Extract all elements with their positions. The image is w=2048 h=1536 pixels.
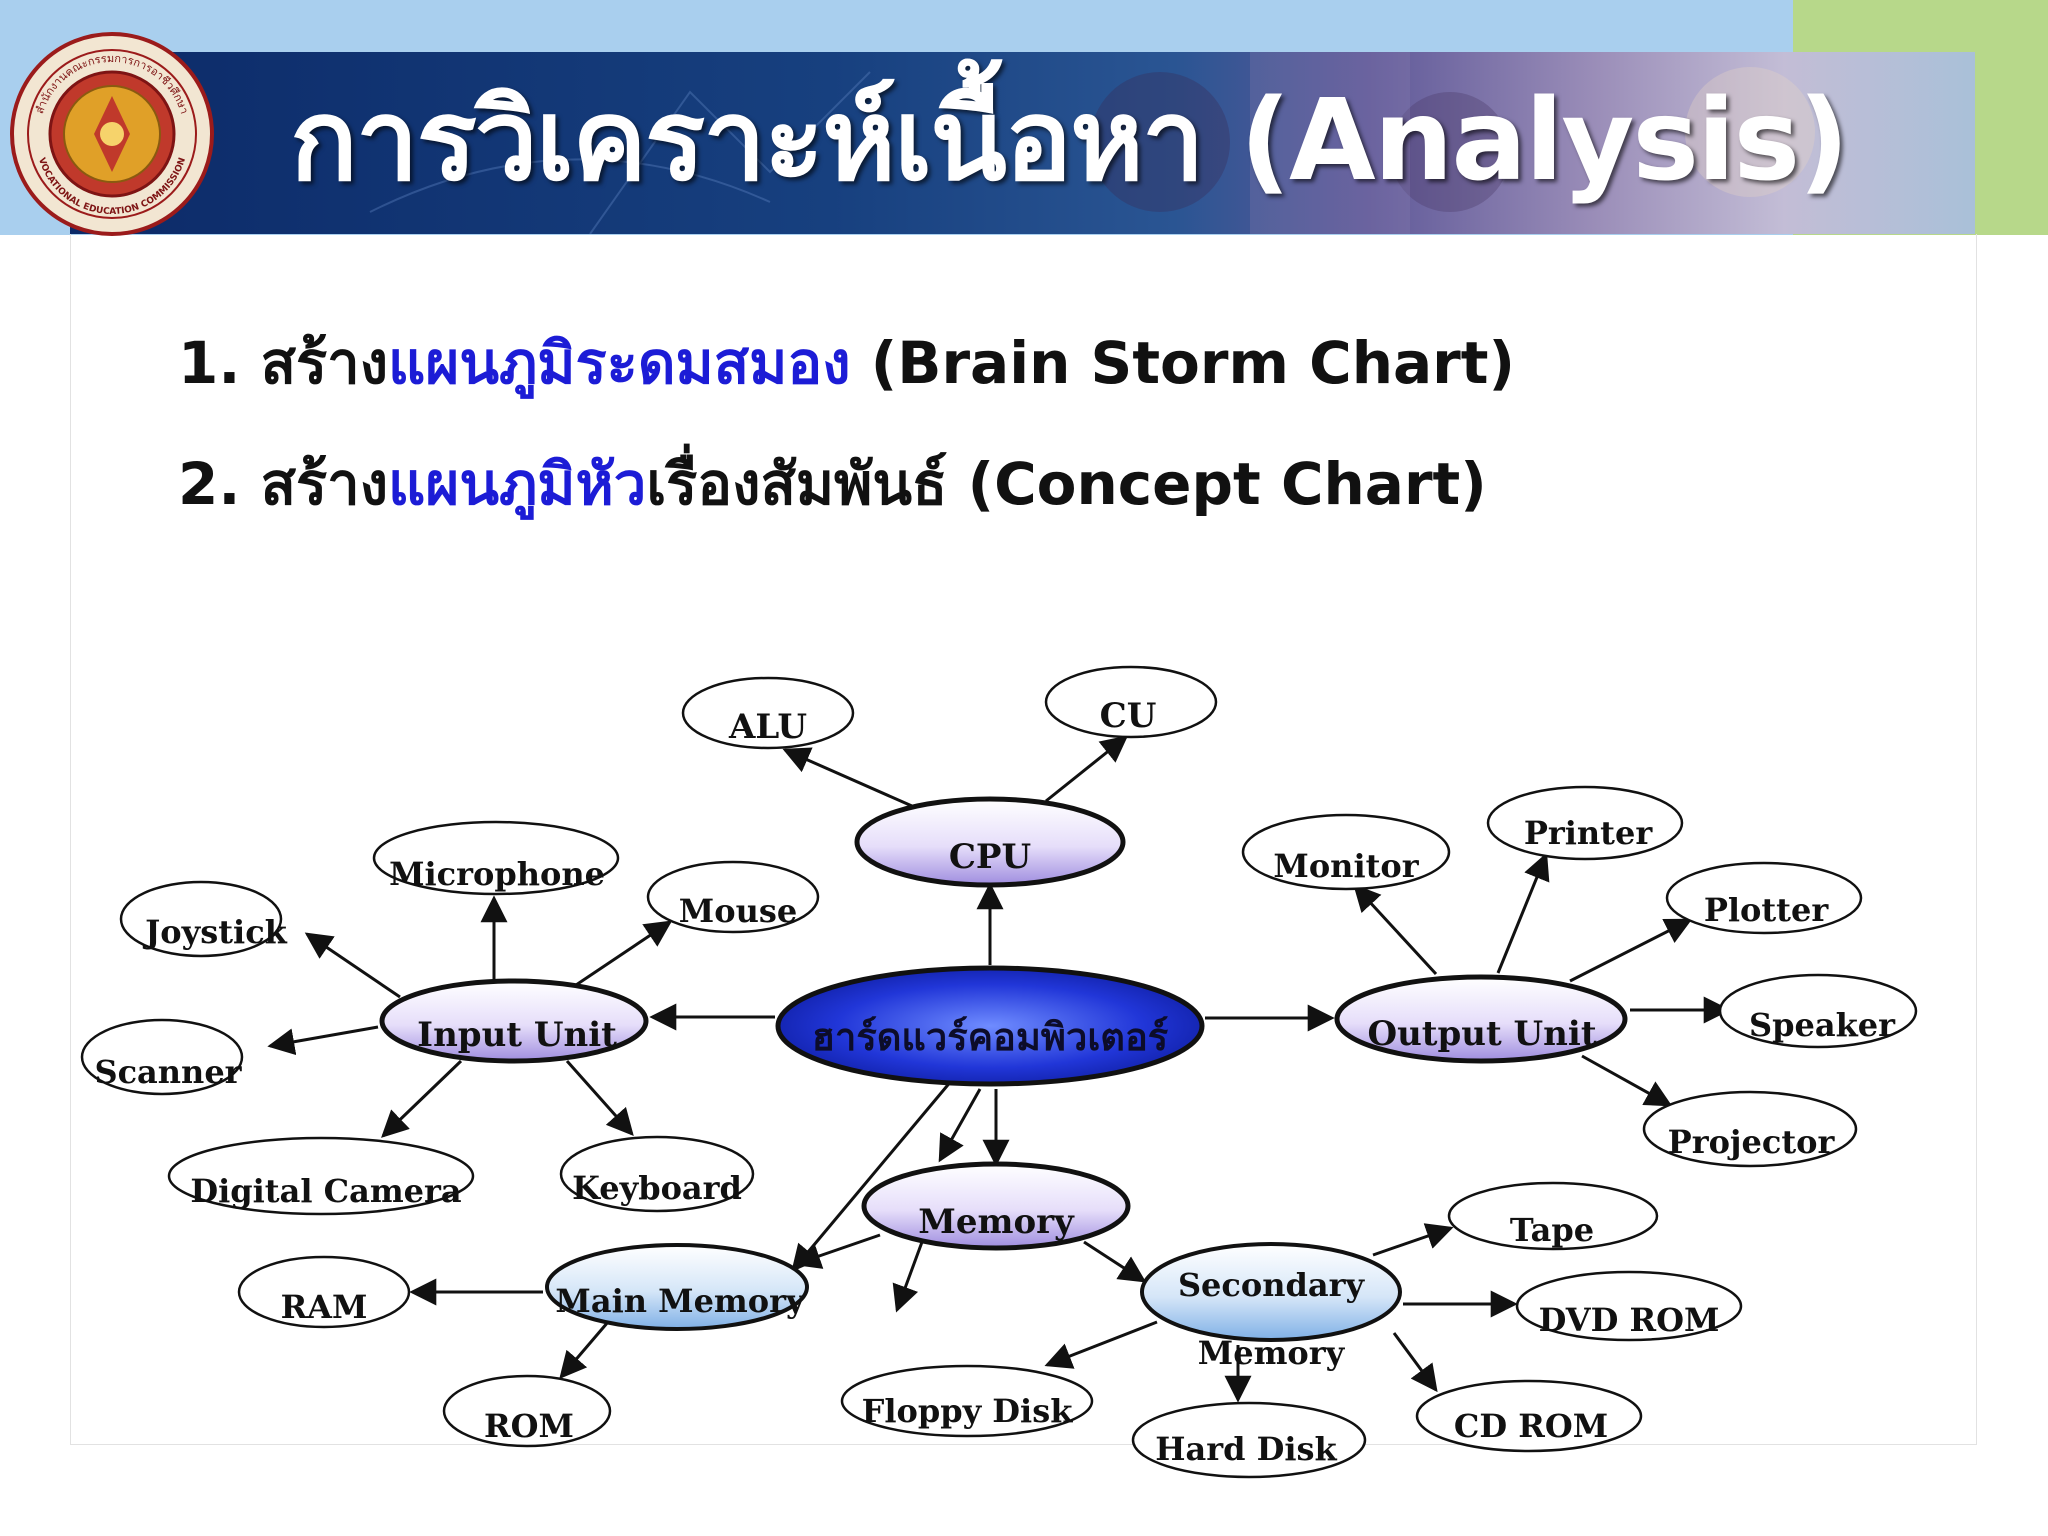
point-english: (Concept Chart) (967, 450, 1487, 518)
output-unit-label: Output Unit (1367, 1014, 1596, 1054)
cu-node: CU (1044, 665, 1218, 739)
point-prefix: สร้าง (260, 329, 389, 397)
hard-disk-label: Hard Disk (1155, 1430, 1337, 1468)
point-english: (Brain Storm Chart) (870, 329, 1515, 397)
printer-label: Printer (1524, 814, 1653, 852)
dvd-rom-label: DVD ROM (1539, 1301, 1720, 1339)
monitor-label: Monitor (1273, 847, 1419, 885)
speaker-label: Speaker (1749, 1006, 1896, 1044)
microphone-label: Microphone (389, 855, 605, 893)
monitor-node: Monitor (1241, 813, 1451, 891)
point-highlight: แผนภูมิหัว (388, 450, 647, 518)
ram-node: RAM (237, 1255, 411, 1329)
dvd-rom-node: DVD ROM (1515, 1270, 1743, 1342)
cd-rom-label: CD ROM (1454, 1407, 1608, 1445)
speaker-node: Speaker (1718, 973, 1918, 1049)
secondary-memory-label-line1: Secondary (1178, 1266, 1366, 1304)
hard-disk-node: Hard Disk (1131, 1401, 1367, 1479)
secondary-memory-label-line2: Memory (1198, 1334, 1346, 1372)
main-memory-label: Main Memory (555, 1282, 806, 1320)
joystick-node: Joystick (119, 880, 288, 958)
connector-lines (267, 735, 1731, 1403)
floppy-disk-label: Floppy Disk (862, 1392, 1074, 1430)
point-highlight: แผนภูมิระดมสมอง (388, 329, 851, 397)
floppy-disk-node: Floppy Disk (840, 1364, 1094, 1438)
plotter-label: Plotter (1704, 891, 1829, 929)
scanner-node: Scanner (80, 1018, 244, 1096)
output-unit-node: Output Unit (1334, 974, 1628, 1064)
alu-label: ALU (728, 707, 807, 747)
title-banner (70, 52, 1975, 234)
projector-label: Projector (1668, 1123, 1836, 1161)
digital-camera-label: Digital Camera (190, 1172, 461, 1210)
banner-decoration (369, 52, 1815, 234)
secondary-memory-node: Secondary Memory (1140, 1242, 1402, 1372)
center-node: ฮาร์ดแวร์คอมพิวเตอร์ (775, 965, 1205, 1087)
projector-node: Projector (1642, 1090, 1858, 1168)
ram-label: RAM (281, 1288, 368, 1326)
rom-node: ROM (442, 1374, 612, 1448)
input-unit-label: Input Unit (417, 1015, 617, 1055)
digital-camera-node: Digital Camera (167, 1136, 475, 1216)
plotter-node: Plotter (1665, 861, 1863, 935)
joystick-label: Joystick (142, 913, 288, 951)
center-label: ฮาร์ดแวร์คอมพิวเตอร์ (812, 1014, 1169, 1059)
point-number: 2. (178, 450, 241, 518)
slide-title: การวิเคราะห์เนื้อหา (Analysis) (290, 76, 1849, 206)
microphone-node: Microphone (372, 820, 620, 896)
point-concept-chart: 2. สร้างแผนภูมิหัวเรื่องสัมพันธ์ (Concep… (178, 455, 1487, 513)
memory-node: Memory (861, 1161, 1131, 1251)
tape-node: Tape (1447, 1181, 1659, 1251)
point-suffix: เรื่องสัมพันธ์ (646, 450, 948, 518)
point-brainstorm-chart: 1. สร้างแผนภูมิระดมสมอง (Brain Storm Cha… (178, 334, 1515, 392)
cu-label: CU (1100, 696, 1157, 736)
point-number: 1. (178, 329, 241, 397)
point-prefix: สร้าง (260, 450, 389, 518)
keyboard-label: Keyboard (572, 1169, 742, 1207)
scanner-label: Scanner (94, 1053, 242, 1091)
alu-node: ALU (681, 676, 855, 750)
tape-label: Tape (1510, 1211, 1594, 1249)
memory-label: Memory (918, 1202, 1075, 1242)
cpu-label: CPU (949, 837, 1031, 877)
input-unit-node: Input Unit (379, 978, 649, 1064)
rom-label: ROM (484, 1407, 574, 1445)
vocational-education-commission-seal-icon: สำนักงานคณะกรรมการการอาชีวศึกษา VOCATION… (10, 32, 214, 236)
cpu-node: CPU (854, 796, 1126, 888)
cd-rom-node: CD ROM (1415, 1379, 1643, 1453)
mouse-node: Mouse (646, 860, 820, 934)
keyboard-node: Keyboard (559, 1135, 755, 1213)
main-memory-node: Main Memory (545, 1243, 809, 1331)
printer-node: Printer (1486, 785, 1684, 861)
mouse-label: Mouse (679, 892, 797, 930)
content-frame (70, 234, 1977, 1445)
